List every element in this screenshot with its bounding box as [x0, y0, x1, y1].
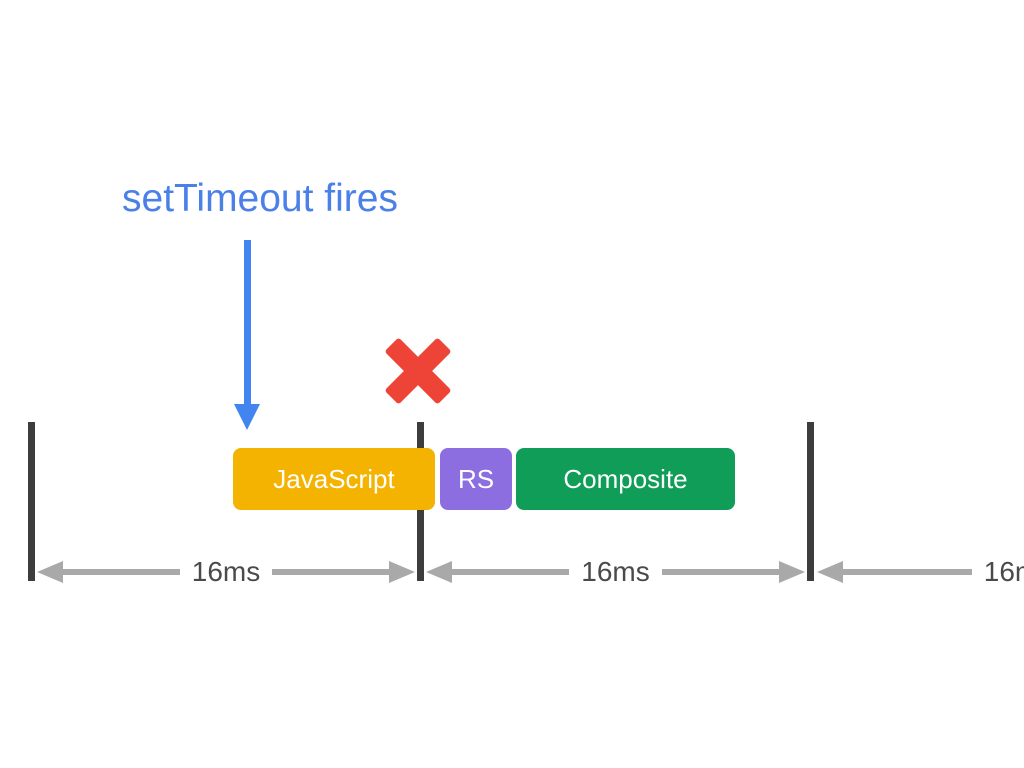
interval-line [63, 569, 180, 575]
interval-duration-label: 16ms [191, 556, 261, 587]
interval-duration-label: 16ms [983, 556, 1024, 587]
x-mark-icon [383, 336, 452, 405]
interval-line [452, 569, 570, 575]
task-block-rs: RS [440, 448, 512, 510]
down-arrow-shaft [244, 240, 251, 407]
frame-boundary-3 [807, 422, 814, 581]
arrowhead-right-icon [389, 561, 415, 583]
annotation-label: setTimeout fires [122, 177, 398, 220]
task-block-label: JavaScript [273, 463, 395, 494]
interval-line [843, 569, 972, 575]
frame-interval-3: 16ms [817, 556, 1024, 587]
frame-interval-1: 16ms [37, 556, 415, 587]
task-block-label: Composite [563, 463, 688, 494]
interval-line [272, 569, 389, 575]
arrowhead-left-icon [426, 561, 452, 583]
task-block-label: RS [457, 463, 495, 494]
arrowhead-right-icon [779, 561, 805, 583]
task-block-javascript: JavaScript [233, 448, 435, 510]
interval-duration-label: 16ms [581, 556, 650, 587]
arrowhead-left-icon [37, 561, 63, 583]
frame-interval-2: 16ms [426, 556, 805, 587]
task-block-composite: Composite [516, 448, 735, 510]
arrowhead-left-icon [817, 561, 843, 583]
interval-line [661, 569, 779, 575]
down-arrow-head [234, 404, 260, 430]
frame-boundary-1 [28, 422, 35, 581]
